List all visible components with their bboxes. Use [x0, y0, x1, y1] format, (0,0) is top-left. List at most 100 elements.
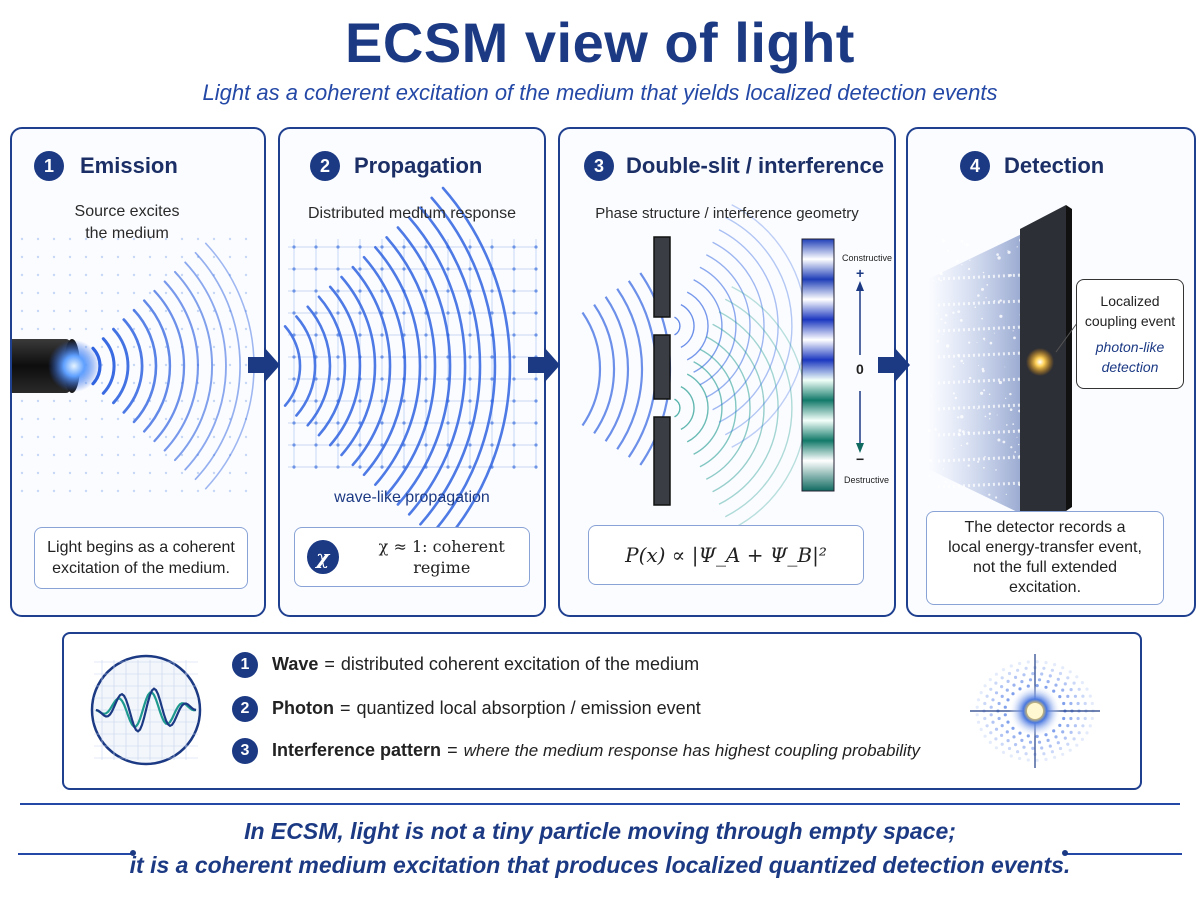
medium-speck [983, 389, 985, 391]
burst-dot [1007, 680, 1010, 683]
caption-box: The detector records a local energy-tran… [926, 511, 1164, 605]
medium-dot [149, 490, 151, 492]
burst-dot [1036, 759, 1039, 762]
grid-node [446, 465, 449, 468]
burst-dot [1078, 731, 1081, 734]
medium-dot [245, 364, 247, 366]
medium-speck [994, 333, 995, 334]
burst-dot [1075, 744, 1078, 747]
medium-speck [943, 468, 944, 469]
incident-wave [594, 305, 614, 434]
panel-subtitle: Source excites the medium [12, 201, 242, 245]
wavefront-arc [308, 307, 330, 426]
burst-dot [989, 688, 992, 691]
burst-dot [1078, 688, 1081, 691]
grid-node [534, 333, 537, 336]
medium-dot [37, 292, 39, 294]
slit-b-wave [681, 387, 694, 430]
burst-dot [1010, 664, 1013, 667]
wavefront-arc [114, 329, 128, 403]
slit-a-wave [687, 292, 708, 360]
medium-speck [946, 344, 949, 347]
medium-dot [85, 454, 87, 456]
minus-label: − [856, 451, 864, 467]
burst-dot [1057, 741, 1060, 744]
callout-title: Localized coupling event [1085, 291, 1175, 331]
legend-number-badge: 3 [232, 738, 258, 764]
medium-dot [165, 400, 167, 402]
burst-dot [995, 691, 998, 694]
medium-dot [53, 292, 55, 294]
burst-dot [1038, 678, 1041, 681]
wavefront-arc [285, 326, 300, 405]
medium-dot [21, 418, 23, 420]
burst-dot [1074, 695, 1077, 698]
medium-speck [983, 272, 984, 273]
grid-node [424, 289, 427, 292]
burst-dot [1016, 669, 1019, 672]
page-subtitle: Light as a coherent excitation of the me… [0, 80, 1200, 106]
medium-speck [940, 272, 943, 275]
grid-node [292, 421, 295, 424]
grid-node [512, 377, 515, 380]
medium-dot [69, 472, 71, 474]
burst-dot [1006, 721, 1009, 724]
caption-box: χ χ ≈ 1: coherent regime [294, 527, 530, 587]
medium-speck [945, 314, 948, 317]
wavefront-arc [319, 297, 345, 435]
medium-speck [989, 432, 990, 433]
burst-dot [980, 691, 983, 694]
grid-node [512, 443, 515, 446]
burst-dot [1000, 734, 1003, 737]
medium-dot [101, 490, 103, 492]
medium-speck [990, 342, 993, 345]
medium-speck [929, 475, 931, 477]
grid-node [512, 465, 515, 468]
grid-node [424, 443, 427, 446]
burst-dot [1007, 739, 1010, 742]
medium-speck [961, 264, 962, 265]
medium-speck [985, 416, 987, 418]
burst-dot [1020, 680, 1023, 683]
burst-dot [991, 698, 994, 701]
burst-dot [1066, 724, 1069, 727]
grid-node [314, 399, 317, 402]
medium-dot [165, 472, 167, 474]
burst-dot [1004, 706, 1007, 709]
burst-dot [1061, 753, 1064, 756]
medium-dot [37, 418, 39, 420]
slit-a-wave [700, 267, 736, 385]
medium-dot [213, 346, 215, 348]
medium-dot [181, 328, 183, 330]
grid-node [358, 245, 361, 248]
grid-node [512, 289, 515, 292]
medium-speck [977, 342, 978, 343]
medium-speck [1005, 398, 1006, 399]
medium-speck [983, 338, 985, 340]
legend-term: Photon [272, 698, 334, 718]
burst-dot [1081, 738, 1084, 741]
medium-speck [1013, 455, 1014, 456]
burst-dot [1006, 689, 1009, 692]
grid-node [446, 267, 449, 270]
medium-dot [149, 346, 151, 348]
panel-subtitle: Phase structure / interference geometry [560, 205, 894, 222]
medium-dot [181, 400, 183, 402]
medium-speck [999, 381, 1002, 384]
medium-speck [981, 318, 983, 320]
medium-speck [1013, 330, 1014, 331]
slit-a-wave [713, 242, 764, 410]
medium-dot [213, 292, 215, 294]
burst-dot [1061, 730, 1064, 733]
medium-speck [966, 442, 968, 444]
grid-node [314, 289, 317, 292]
medium-speck [930, 393, 931, 394]
burst-dot [1089, 724, 1092, 727]
grid-node [402, 399, 405, 402]
medium-speck [982, 368, 985, 371]
burst-dot [984, 735, 987, 738]
medium-dot [69, 454, 71, 456]
grid-node [534, 399, 537, 402]
burst-dot [1044, 661, 1047, 664]
burst-dot [1001, 743, 1004, 746]
